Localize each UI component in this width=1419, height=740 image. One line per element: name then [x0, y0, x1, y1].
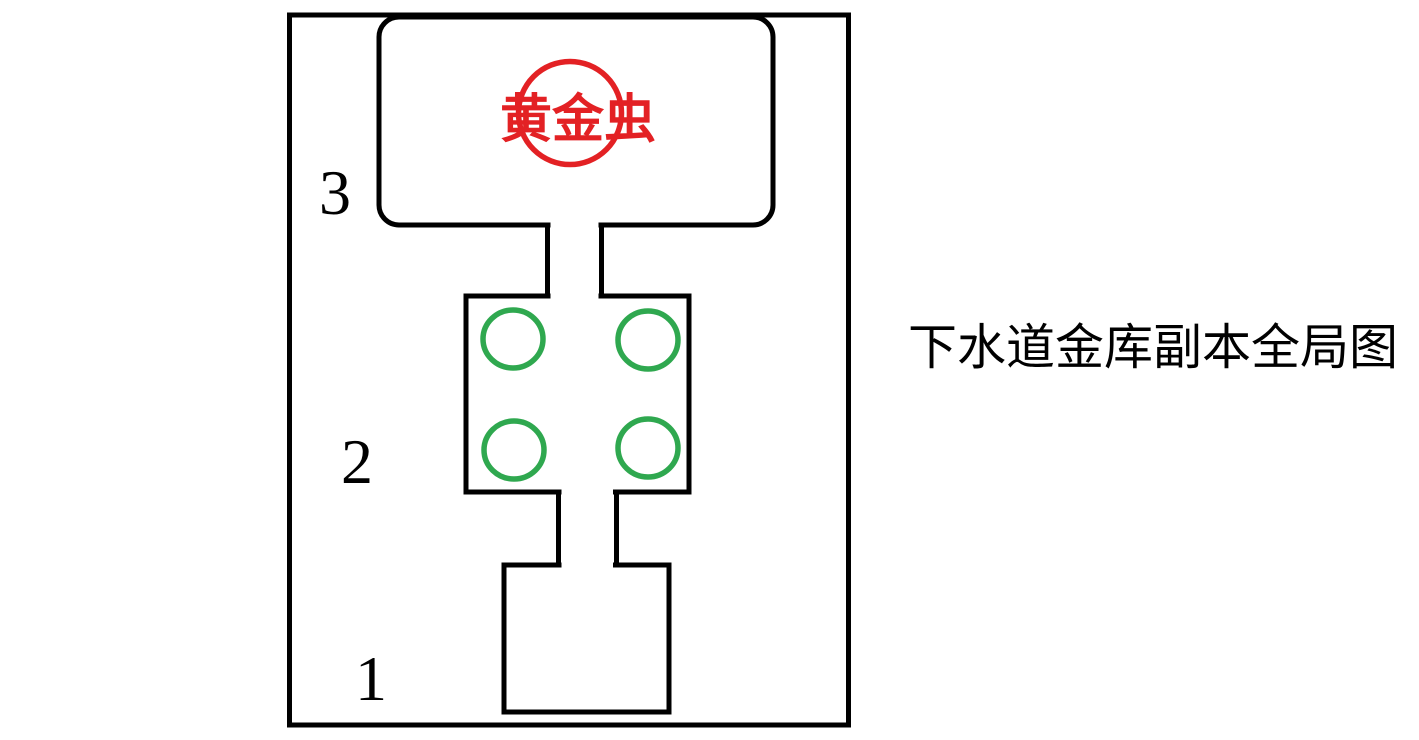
corridor-2-1-floor: [561, 486, 613, 571]
monster-circle: [481, 418, 547, 482]
boss-label: 黄金虫: [500, 91, 656, 149]
monster-circle: [615, 308, 681, 372]
corridor-3-2-floor: [550, 219, 599, 302]
map-title: 下水道金库副本全局图: [908, 320, 1398, 375]
room-2-label: 2: [341, 426, 373, 497]
monster-circle: [480, 307, 546, 371]
room-2-monster-room: [463, 293, 692, 495]
room-3-label: 3: [319, 157, 351, 228]
room-1-entrance-room: [501, 562, 672, 715]
boss-circle: [515, 58, 625, 168]
room-1-label: 1: [355, 643, 387, 714]
monster-circle: [615, 416, 681, 480]
